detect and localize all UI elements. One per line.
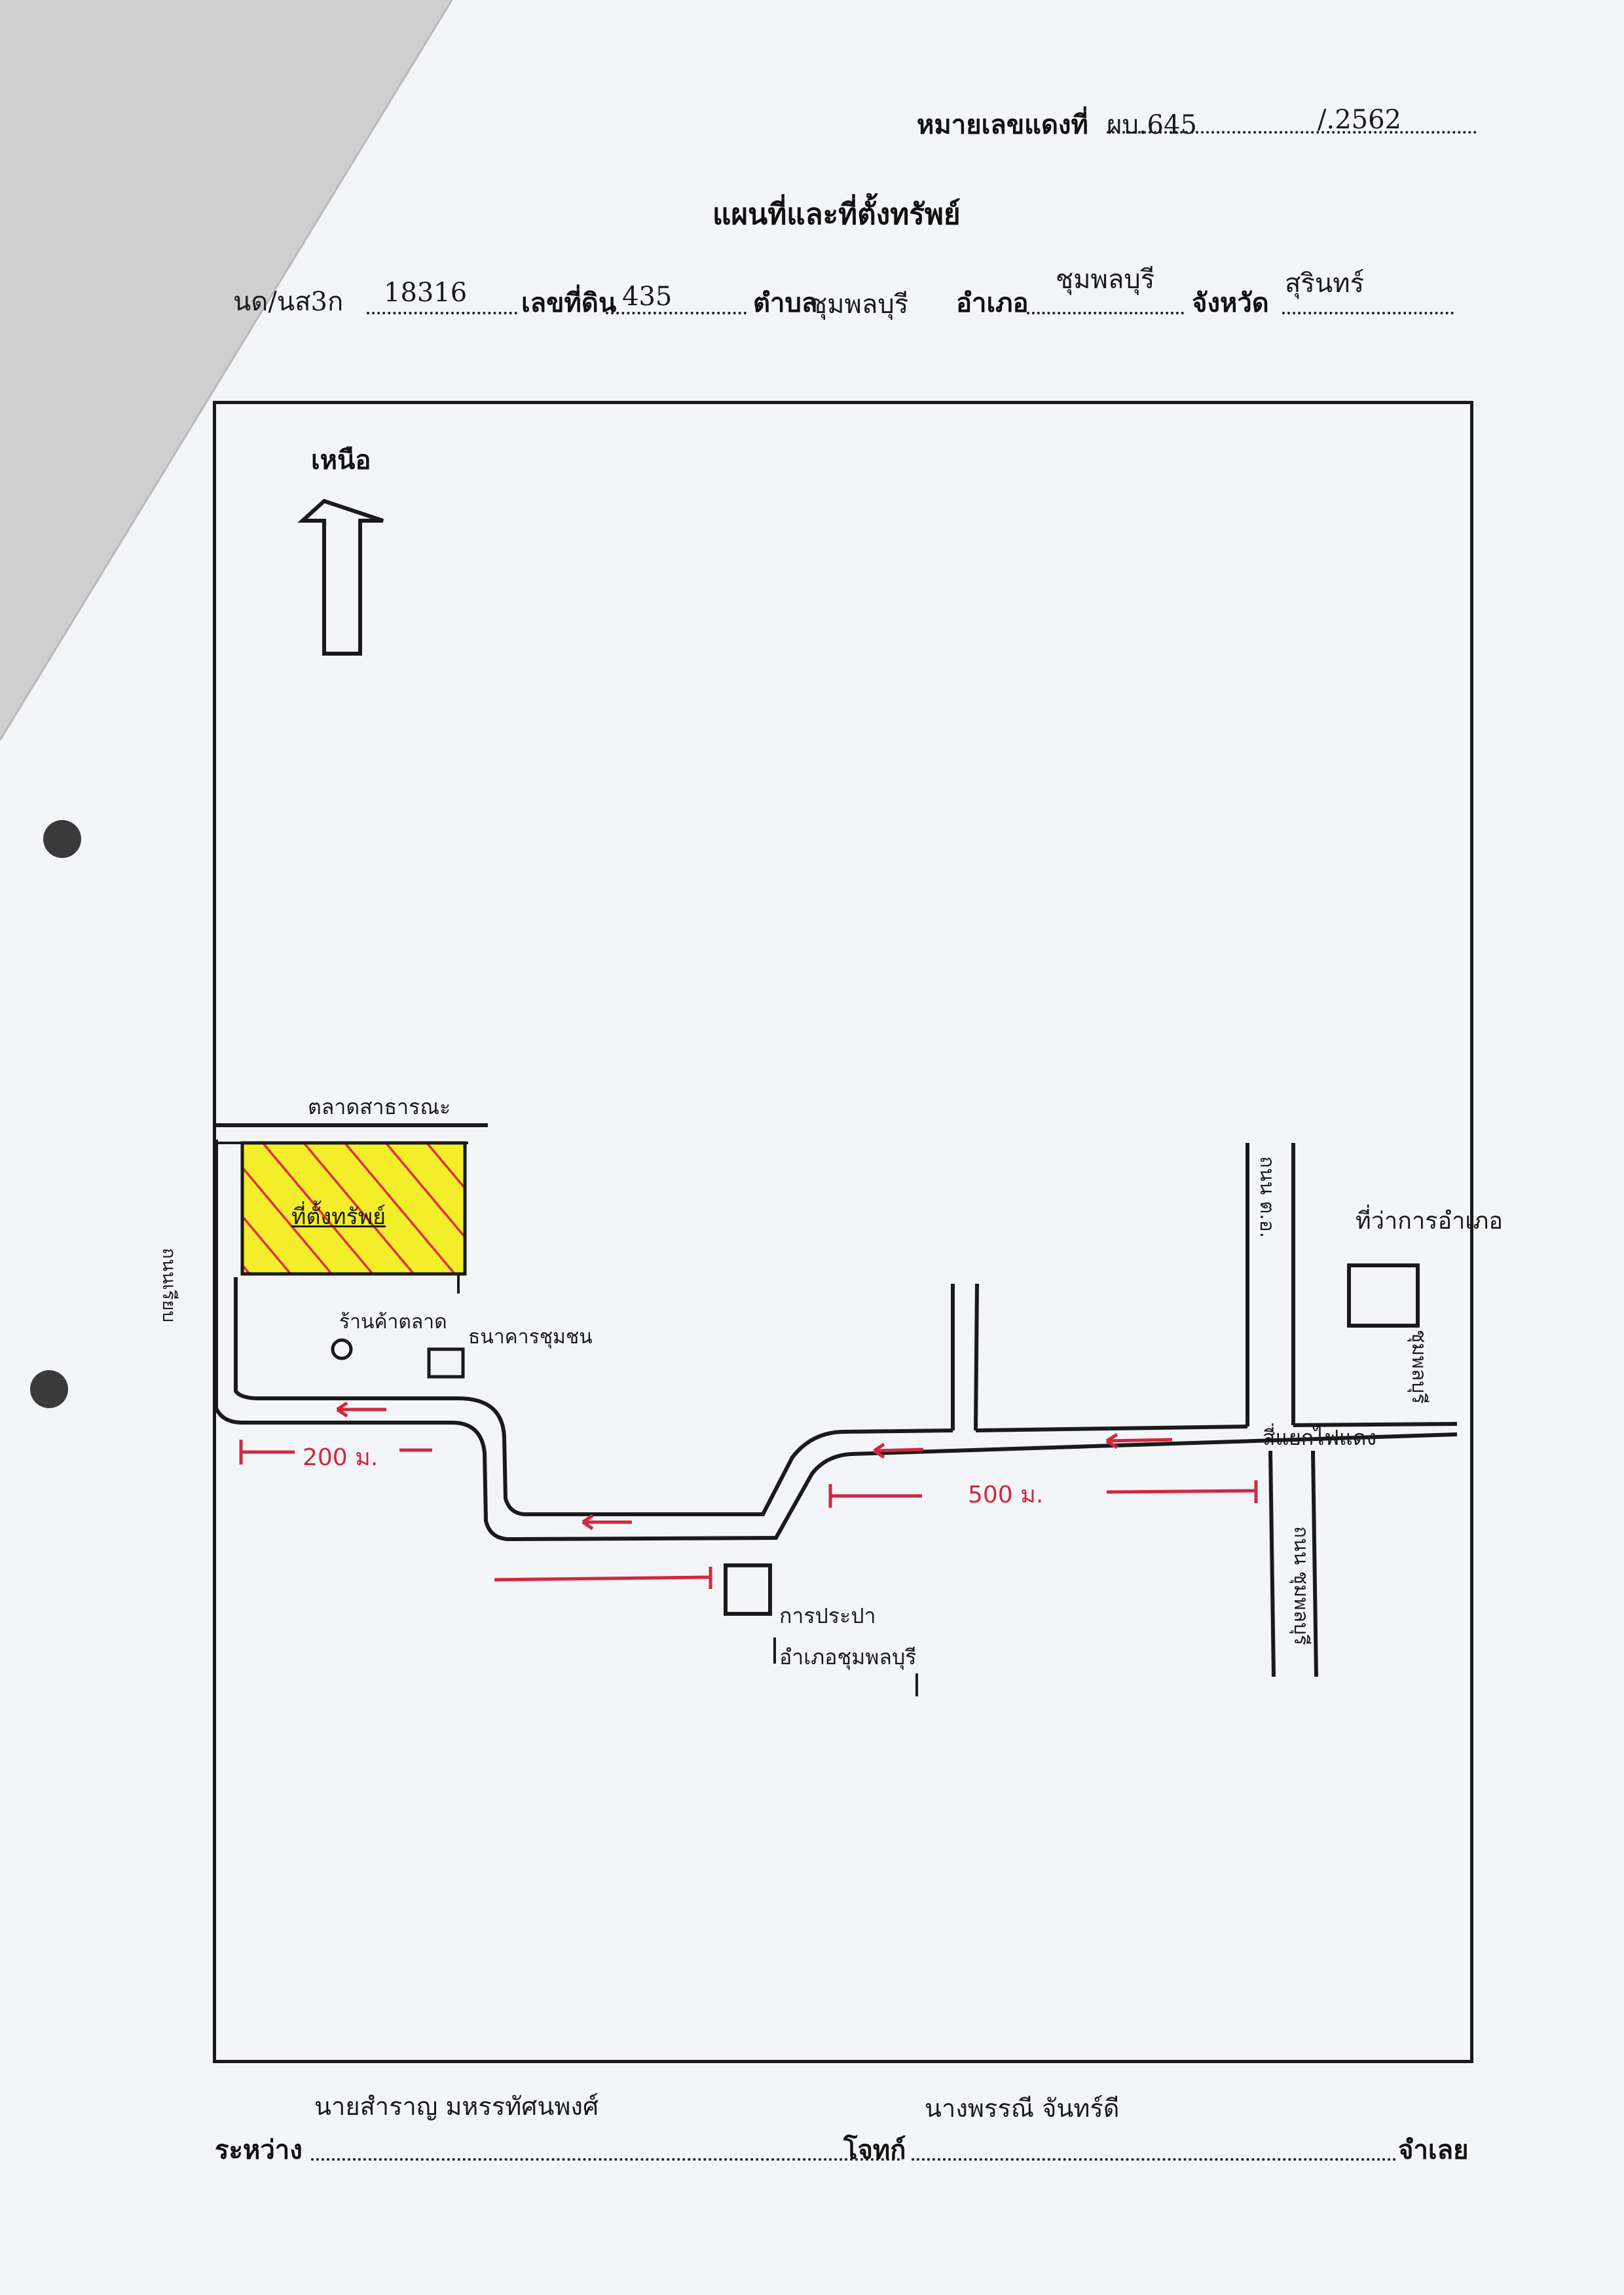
bank-label: ธนาคารชุมชน xyxy=(468,1326,593,1349)
district-office-building xyxy=(1347,1263,1420,1328)
province-value: สุรินทร์ xyxy=(1285,269,1365,299)
waterworks-building xyxy=(724,1563,772,1616)
red-number-year: /.2562 xyxy=(1318,105,1401,135)
province-label: จังหวัด xyxy=(1192,288,1269,318)
distance-label-200: 200 ม. xyxy=(303,1444,378,1471)
north-label: เหนือ xyxy=(311,445,371,476)
district-town-label: อำเภอชุมพลบุรี xyxy=(779,1645,917,1670)
deed-label: นด/นส3ก xyxy=(233,287,344,317)
red-number-value: ผบ.645 xyxy=(1107,110,1197,140)
between-label: ระหว่าง xyxy=(215,2135,303,2165)
market-label: ตลาดสาธารณะ xyxy=(308,1094,451,1119)
right-road-bottom-label: ถนน ชุมพลบุรี xyxy=(1289,1526,1312,1646)
district-office-label: ที่ว่าการอำเภอ xyxy=(1356,1208,1503,1235)
land-no-value: 435 xyxy=(622,282,673,312)
plaintiff-name: นายสำราญ มหรรทัศนพงศ์ xyxy=(314,2092,599,2121)
subdistrict-value: ชุมพลบุรี xyxy=(809,289,909,320)
distance-label-500: 500 ม. xyxy=(968,1482,1044,1508)
bank-building xyxy=(427,1347,465,1379)
chumphon-label: ชุมพลบุรี xyxy=(1407,1330,1430,1404)
plaintiff-dots xyxy=(311,2158,900,2161)
distance-markers xyxy=(239,1440,1258,1589)
defendant-name: นางพรรณี จันทร์ดี xyxy=(925,2094,1120,2123)
red-number-dots xyxy=(1107,131,1477,134)
right-road-top-label: ถนน ต.อ. xyxy=(1255,1156,1278,1239)
deed-dots xyxy=(367,312,517,314)
defendant-label: จำเลย xyxy=(1398,2135,1469,2165)
north-arrow-icon xyxy=(297,498,384,656)
punch-hole-bottom xyxy=(30,1370,68,1408)
land-no-dots xyxy=(606,312,747,314)
district-value: ชุมพลบุรี xyxy=(1056,265,1155,295)
shop-label: ร้านค้าตลาด xyxy=(339,1311,447,1334)
shop-marker xyxy=(331,1338,353,1360)
waterworks-label: การประปา xyxy=(779,1603,876,1628)
land-no-label: เลขที่ดิน xyxy=(521,288,617,318)
intersection-label: สี่แยกไฟแดง xyxy=(1263,1425,1377,1450)
district-label: อำเภอ xyxy=(956,288,1029,318)
property-parcel xyxy=(240,1141,467,1276)
property-label: ที่ตั้งทรัพย์ xyxy=(291,1204,386,1230)
deed-value: 18316 xyxy=(384,278,468,308)
district-dots xyxy=(1027,312,1184,314)
red-number-label: หมายเลขแดงที่ xyxy=(917,110,1088,140)
province-dots xyxy=(1282,312,1454,314)
defendant-dots xyxy=(912,2158,1396,2161)
direction-arrows xyxy=(336,1401,1173,1531)
main-road-outer xyxy=(214,1140,1458,1542)
plaintiff-label: โจทก์ xyxy=(843,2135,906,2165)
subdistrict-label: ตำบล xyxy=(753,288,818,318)
main-road-inner xyxy=(234,1277,1458,1516)
page-title: แผนที่และที่ตั้งทรัพย์ xyxy=(712,198,961,231)
left-road-label: ถนนเรียบ xyxy=(158,1248,180,1323)
punch-hole-top xyxy=(43,820,81,858)
